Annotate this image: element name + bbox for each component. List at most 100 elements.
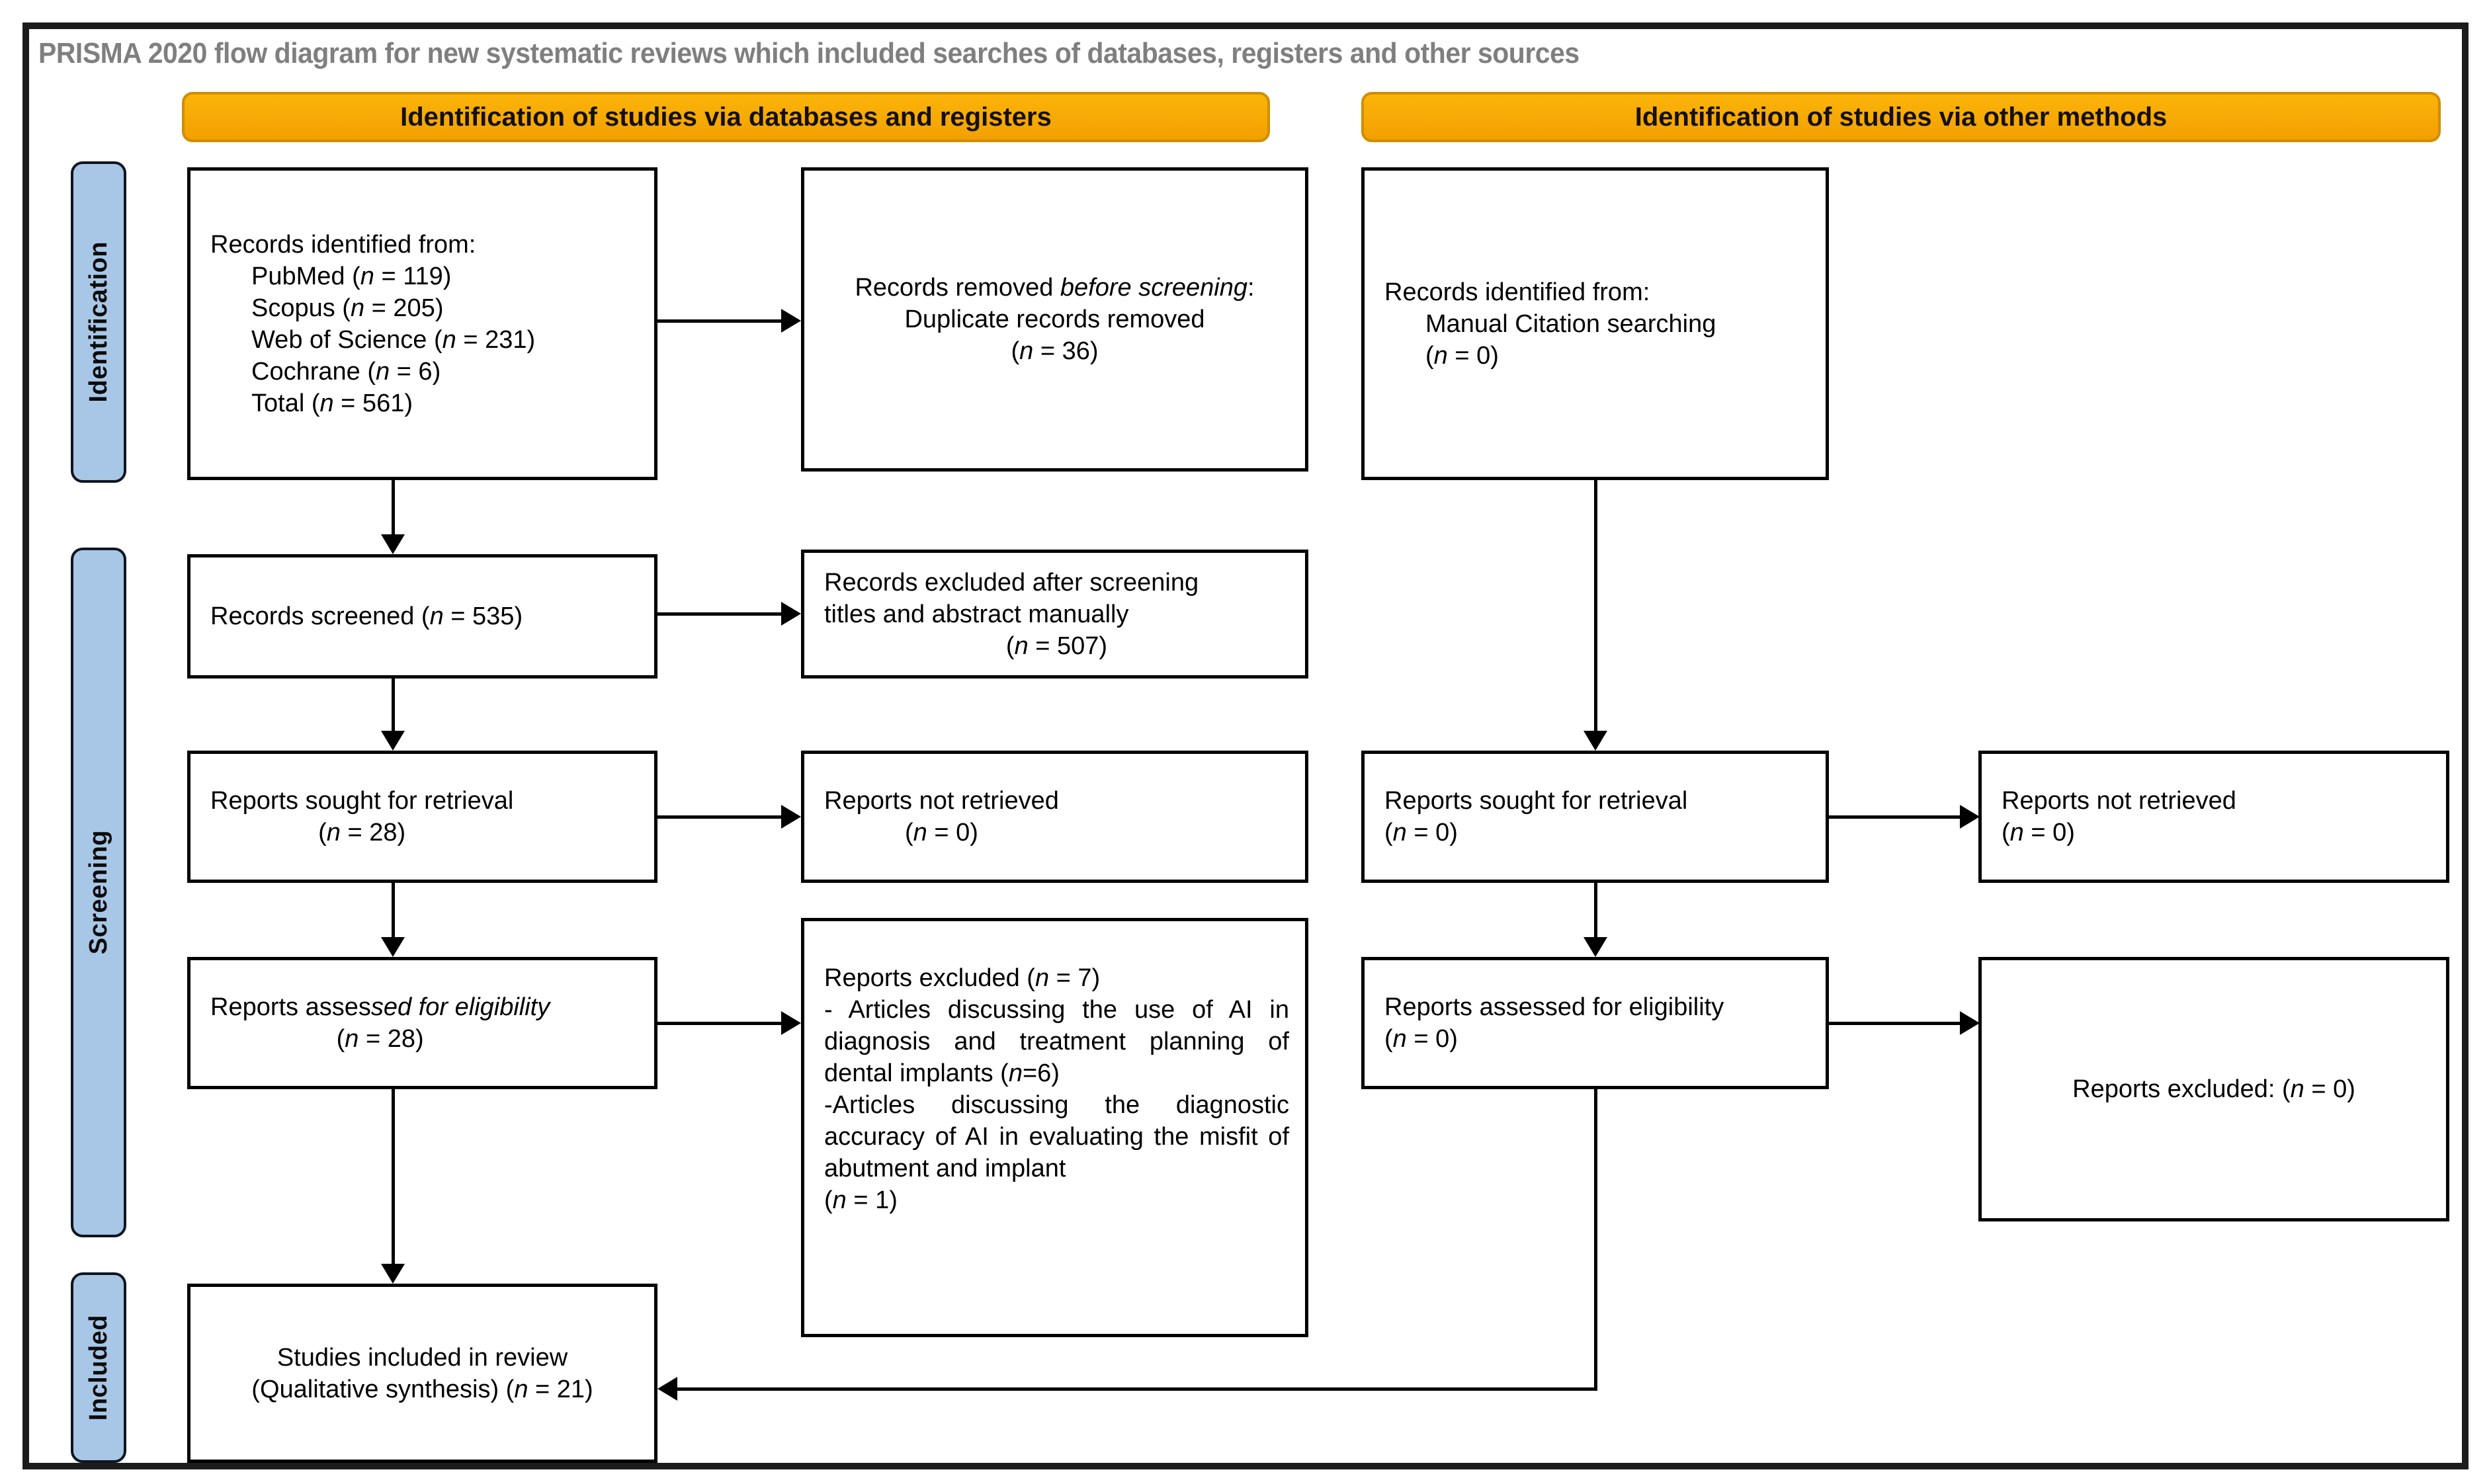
text-line: (n = 28)	[210, 1023, 550, 1055]
text-segment: (	[904, 819, 913, 846]
box-reports-excluded-other-text: Reports excluded: (n = 0)	[1982, 1073, 2446, 1105]
text-line: Total (n = 561)	[251, 388, 638, 419]
arrow-other-sought-to-not-retrieved-stem	[1829, 815, 1961, 819]
italic-text-segment: n	[429, 602, 444, 630]
box-reports-not-retrieved-other: Reports not retrieved(n = 0)	[1978, 751, 2449, 883]
banner-other-methods: Identification of studies via other meth…	[1361, 92, 2441, 142]
banner-databases-label: Identification of studies via databases …	[400, 102, 1052, 132]
box-records-identified-databases: Records identified from:PubMed (n = 119)…	[187, 167, 657, 480]
text-segment: = 205)	[364, 294, 444, 322]
arrow-other-sought-down-stem	[1594, 883, 1597, 938]
text-line: -Articles discussing the diagnostic accu…	[824, 1089, 1289, 1184]
italic-text-segment: n	[913, 819, 927, 846]
text-segment: Reports assessed for eligibility	[1384, 993, 1724, 1021]
text-line: (n = 0)	[1384, 817, 1810, 848]
text-segment: = 231)	[456, 325, 536, 354]
text-segment: - Articles discussing the use of AI in d…	[824, 996, 1289, 1087]
italic-text-segment: n	[1392, 1025, 1407, 1053]
text-line: Reports assessed for eligibility	[210, 991, 550, 1023]
text-segment: = 0)	[2304, 1075, 2355, 1103]
text-line: Scopus (n = 205)	[251, 292, 638, 324]
box-reports-not-retrieved-other-text: Reports not retrieved(n = 0)	[1982, 785, 2446, 848]
text-line: Duplicate records removed	[804, 304, 1305, 335]
text-segment: = 28)	[359, 1025, 424, 1053]
text-segment: = 507)	[1028, 632, 1108, 660]
box-reports-not-retrieved-databases-text: Reports not retrieved(n = 0)	[804, 785, 1059, 848]
arrow-other-identified-down-stem	[1594, 480, 1597, 732]
text-segment: Studies included in review	[276, 1343, 568, 1372]
box-records-screened-text: Records screened (n = 535)	[190, 600, 654, 632]
text-segment: = 0)	[1447, 341, 1499, 370]
arrow-other-sought-down-head	[1583, 937, 1607, 957]
text-segment: (	[336, 1025, 345, 1053]
text-segment: Reports asses	[210, 993, 371, 1021]
arrow-db-identified-to-removed-head	[781, 309, 801, 333]
arrow-other-assessed-to-excluded-head	[1960, 1011, 1980, 1035]
text-segment: (	[1011, 337, 1020, 365]
text-line: titles and abstract manually	[824, 598, 1289, 630]
text-line: Records identified from:	[210, 229, 638, 261]
italic-text-segment: n	[1433, 341, 1448, 370]
text-line: (n = 0)	[1425, 340, 1810, 372]
text-segment: Total (	[251, 389, 320, 417]
stage-label-identification-text: Identification	[84, 241, 112, 403]
text-segment: = 1)	[846, 1186, 898, 1214]
text-segment: Reports sought for retrieval	[1384, 787, 1688, 815]
text-segment: Manual Citation searching	[1425, 309, 1716, 338]
text-segment: Reports not retrieved	[824, 787, 1059, 815]
text-segment: Records screened (	[210, 602, 430, 630]
text-segment: = 7)	[1049, 964, 1101, 992]
text-segment: titles and abstract manually	[824, 600, 1129, 628]
arrow-screened-down-head	[381, 731, 405, 751]
text-line: PubMed (n = 119)	[251, 261, 638, 292]
arrow-other-assessed-elbow-vertical	[1594, 1089, 1597, 1391]
box-records-removed-text: Records removed before screening:Duplica…	[804, 272, 1305, 367]
stage-label-included: Included	[71, 1272, 126, 1463]
box-records-excluded: Records excluded after screening titles a…	[801, 550, 1308, 679]
text-segment: = 0)	[927, 819, 978, 846]
text-segment: Records identified from:	[1384, 278, 1650, 306]
box-records-removed-before-screening: Records removed before screening:Duplica…	[801, 167, 1308, 472]
italic-text-segment: before screening	[1060, 274, 1247, 302]
text-line: (n = 0)	[2002, 817, 2430, 848]
text-segment: = 535)	[443, 602, 523, 630]
text-line: Reports excluded (n = 7)	[824, 962, 1289, 994]
stage-label-identification: Identification	[71, 161, 126, 483]
text-line: Reports not retrieved	[824, 785, 1059, 817]
text-line: - Articles discussing the use of AI in d…	[824, 994, 1289, 1089]
text-segment: Records identified from:	[210, 230, 476, 259]
text-segment: -Articles discussing the diagnostic accu…	[824, 1091, 1289, 1182]
arrow-screened-down-stem	[392, 679, 395, 732]
text-line: Manual Citation searching	[1425, 308, 1810, 340]
banner-databases-registers: Identification of studies via databases …	[182, 92, 1270, 142]
text-segment: Reports sought for retrieval	[210, 787, 514, 815]
text-line: Reports excluded: (n = 0)	[1982, 1073, 2446, 1105]
italic-text-segment: n	[832, 1186, 847, 1214]
text-segment: Reports not retrieved	[2002, 787, 2236, 815]
text-segment: (	[824, 1186, 833, 1214]
banner-other-label: Identification of studies via other meth…	[1634, 102, 2168, 132]
italic-text-segment: n	[319, 389, 334, 417]
text-segment: =6)	[1022, 1059, 1060, 1087]
box-reports-sought-databases-text: Reports sought for retrieval(n = 28)	[190, 785, 513, 848]
text-segment: = 561)	[333, 389, 413, 417]
text-line: (n = 1)	[824, 1184, 1289, 1216]
arrow-db-sought-to-not-retrieved-head	[781, 805, 801, 829]
text-segment: Records excluded after screening	[824, 568, 1199, 597]
arrow-db-identified-down-head	[381, 534, 405, 554]
text-line: (n = 0)	[824, 817, 1059, 848]
arrow-other-identified-down-head	[1583, 731, 1607, 751]
text-line: Cochrane (n = 6)	[251, 356, 638, 388]
text-segment: = 6)	[390, 357, 441, 386]
italic-text-segment: n	[326, 819, 341, 846]
text-line: Reports assessed for eligibility	[1384, 991, 1810, 1023]
italic-text-segment: n	[1008, 1059, 1023, 1087]
italic-text-segment: n	[350, 294, 365, 322]
box-reports-assessed-databases-text: Reports assessed for eligibility(n = 28)	[190, 991, 550, 1055]
arrow-db-sought-down-stem	[392, 883, 395, 938]
text-segment: Reports excluded (	[824, 964, 1035, 992]
text-segment: = 21)	[528, 1375, 593, 1403]
box-reports-sought-other: Reports sought for retrieval(n = 0)	[1361, 751, 1829, 883]
box-reports-sought-databases: Reports sought for retrieval(n = 28)	[187, 751, 657, 883]
